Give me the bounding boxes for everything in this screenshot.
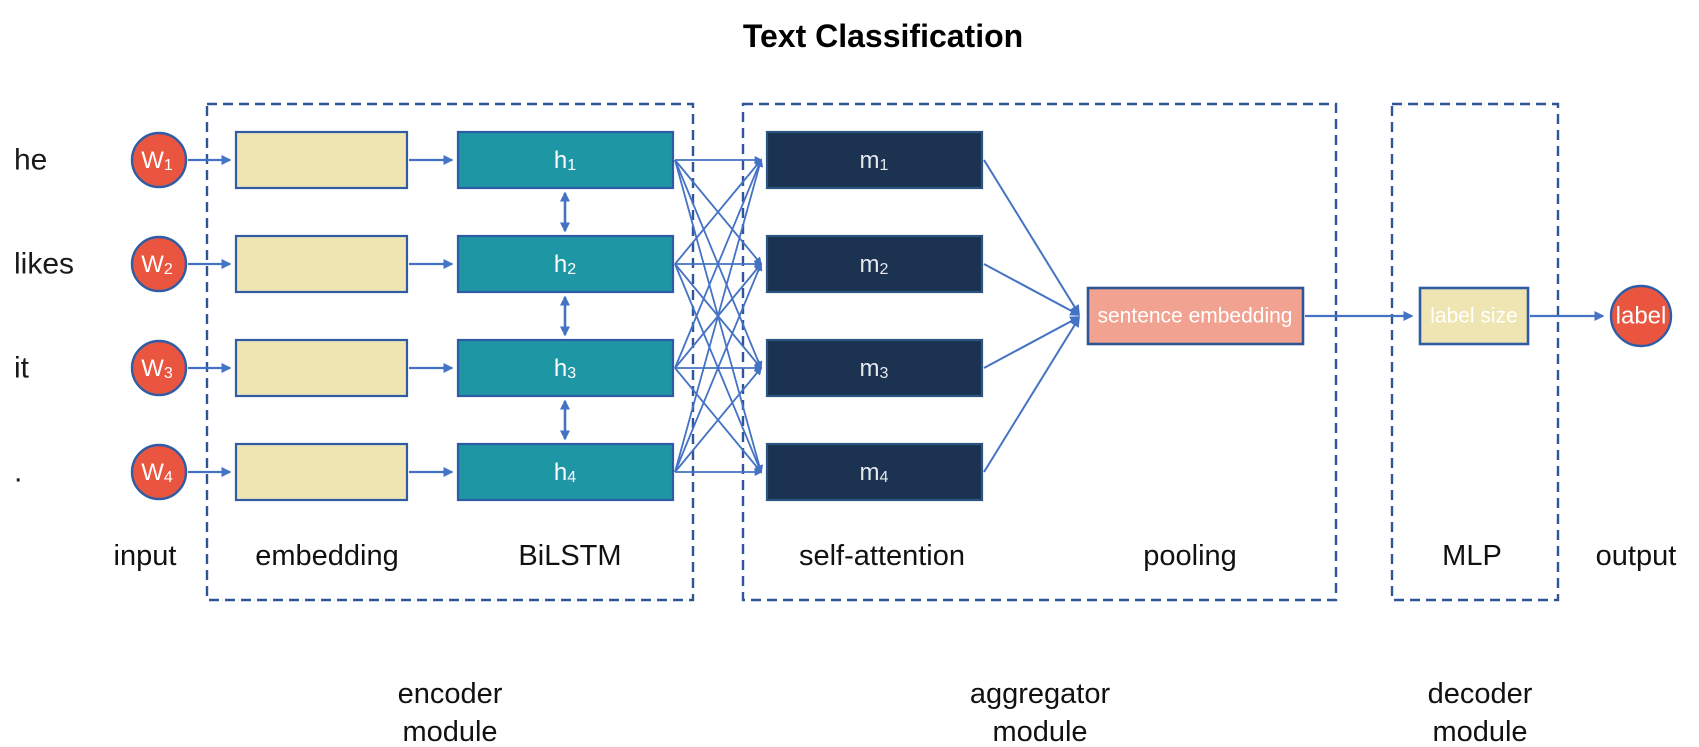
bilstm-box xyxy=(456,234,675,294)
input-node xyxy=(130,131,188,189)
bilstm-box xyxy=(456,130,675,190)
embedding-box xyxy=(234,338,409,398)
svg-text:encoder: encoder xyxy=(398,678,503,710)
mlp-box-label: label size xyxy=(1430,305,1518,328)
bilstm-box-label: h4 xyxy=(554,459,576,486)
stage-label-input: input xyxy=(114,540,177,572)
attention-box xyxy=(765,234,984,294)
svg-text:module: module xyxy=(992,716,1087,747)
input-node-label: W4 xyxy=(141,459,173,486)
attention-box-label: m2 xyxy=(860,251,889,278)
stage-label-embedding: embedding xyxy=(255,540,399,572)
input-word: it xyxy=(14,352,30,385)
embedding-box xyxy=(234,130,409,190)
bilstm-box-label: h2 xyxy=(554,251,576,278)
stage-label-output: output xyxy=(1596,540,1677,572)
input-node xyxy=(130,339,188,397)
input-word: . xyxy=(14,456,22,489)
bilstm-box-label: h3 xyxy=(554,355,576,382)
aggregator-module-border xyxy=(741,102,1338,602)
output-node-label: label xyxy=(1616,303,1667,330)
self-attention-cross-edges xyxy=(674,156,764,476)
input-node xyxy=(130,235,188,293)
module-label-decoder: decoder module xyxy=(1428,678,1533,747)
decoder-module-border xyxy=(1390,102,1560,602)
embedding-box xyxy=(234,234,409,294)
svg-text:module: module xyxy=(402,716,497,747)
bilstm-box xyxy=(456,442,675,502)
bilstm-box xyxy=(456,338,675,398)
input-word: he xyxy=(14,144,47,177)
svg-text:decoder: decoder xyxy=(1428,678,1533,710)
module-label-encoder: encoder module xyxy=(398,678,503,747)
diagram-title: Text Classification xyxy=(743,18,1023,54)
attention-box xyxy=(765,130,984,190)
mlp-box xyxy=(1418,286,1530,346)
encoder-module-border xyxy=(205,102,695,602)
input-node-label: W3 xyxy=(141,355,173,382)
bilstm-box-label: h1 xyxy=(554,147,576,174)
pooling-edges xyxy=(983,159,1081,473)
pooling-box-label: sentence embedding xyxy=(1098,305,1293,328)
stage-label-pooling: pooling xyxy=(1143,540,1237,572)
stage-label-self-attention: self-attention xyxy=(799,540,965,572)
module-label-aggregator: aggregator module xyxy=(970,678,1111,747)
stage-label-bilstm: BiLSTM xyxy=(518,540,621,572)
input-node-label: W2 xyxy=(141,251,173,278)
output-node xyxy=(1609,284,1673,348)
svg-text:module: module xyxy=(1432,716,1527,747)
attention-box-label: m4 xyxy=(860,459,889,486)
input-node-label: W1 xyxy=(141,147,173,174)
attention-box xyxy=(765,442,984,502)
svg-text:aggregator: aggregator xyxy=(970,678,1111,710)
stage-label-mlp: MLP xyxy=(1442,540,1502,572)
input-node xyxy=(130,443,188,501)
attention-box-label: m3 xyxy=(860,355,889,382)
input-word: likes xyxy=(14,248,74,281)
attention-box-label: m1 xyxy=(860,147,889,174)
pooling-box xyxy=(1086,286,1305,346)
attention-box xyxy=(765,338,984,398)
embedding-box xyxy=(234,442,409,502)
